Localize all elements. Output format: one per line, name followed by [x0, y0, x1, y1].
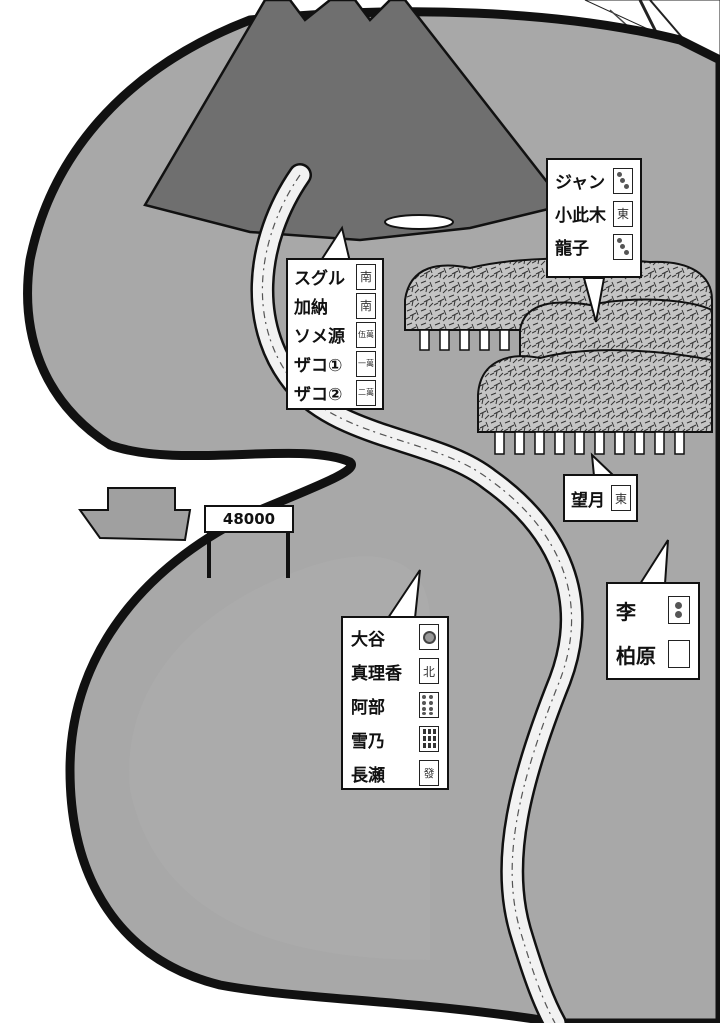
player-row: 柏原	[616, 632, 690, 676]
five-characters-tile-icon: 伍萬	[356, 321, 376, 348]
road-texture	[261, 174, 573, 1023]
callout-left: スグル 南 加納 南 ソメ源 伍萬 ザコ① 一萬 ザコ② 二萬	[286, 258, 384, 410]
bamboo-9-icon	[419, 726, 439, 752]
player-row: 加納 南	[294, 291, 376, 320]
south-wind-tile-icon: 南	[356, 292, 376, 319]
player-name: 雪乃	[351, 731, 385, 752]
player-row: 大谷	[351, 620, 439, 654]
callout-right: 李 柏原	[606, 582, 700, 680]
player-row: 望月 東	[571, 476, 631, 520]
mountain-lake	[384, 214, 454, 230]
player-row: ソメ源 伍萬	[294, 320, 376, 349]
dots-3-icon	[613, 233, 633, 260]
player-name: ジャン	[555, 173, 606, 193]
player-row: ザコ② 二萬	[294, 378, 376, 407]
player-name: ソメ源	[294, 327, 345, 347]
player-name: 望月	[571, 490, 605, 511]
player-row: 小此木 東	[555, 197, 633, 230]
callout-top-right: ジャン 小此木 東 龍子	[546, 158, 642, 278]
player-name: 柏原	[616, 643, 656, 668]
player-row: ザコ① 一萬	[294, 349, 376, 378]
callout-center: 大谷 真理香 北 阿部 雪乃 長瀬 發	[341, 616, 449, 790]
player-row: スグル 南	[294, 262, 376, 291]
player-row: 龍子	[555, 230, 633, 263]
boat-shape	[78, 487, 192, 542]
east-wind-tile-icon: 東	[611, 485, 631, 511]
dots-8-icon	[419, 692, 439, 718]
score-sign-value: 48000	[222, 510, 276, 528]
player-row: ジャン	[555, 164, 633, 197]
blank-tile-icon	[668, 640, 690, 668]
player-name: 小此木	[555, 206, 606, 226]
player-name: 龍子	[555, 239, 589, 259]
sign-posts	[207, 530, 290, 578]
player-name: 長瀬	[351, 765, 385, 786]
score-sign: 48000	[204, 505, 294, 533]
mountain	[143, 0, 568, 242]
player-row: 真理香 北	[351, 654, 439, 688]
callout-mochizuki: 望月 東	[563, 474, 638, 522]
player-name: 真理香	[351, 663, 402, 684]
player-name: 大谷	[351, 629, 385, 650]
player-name: 加納	[294, 298, 328, 318]
dots-2-icon	[668, 596, 690, 624]
player-name: 李	[616, 599, 636, 624]
two-characters-tile-icon: 二萬	[356, 379, 376, 406]
player-row: 阿部	[351, 688, 439, 722]
player-name: 阿部	[351, 697, 385, 718]
player-name: ザコ②	[294, 385, 343, 405]
north-wind-tile-icon: 北	[419, 658, 439, 684]
forest-front	[477, 349, 713, 455]
player-name: スグル	[294, 269, 345, 289]
dots-3-icon	[613, 167, 633, 194]
player-row: 長瀬 發	[351, 756, 439, 790]
callout-pointers	[318, 225, 669, 619]
player-name: ザコ①	[294, 356, 343, 376]
player-row: 李	[616, 588, 690, 632]
south-wind-tile-icon: 南	[356, 263, 376, 290]
east-wind-tile-icon: 東	[613, 200, 633, 227]
green-dragon-tile-icon: 發	[419, 760, 439, 786]
player-row: 雪乃	[351, 722, 439, 756]
dots-1-icon	[419, 624, 439, 650]
one-character-tile-icon: 一萬	[356, 350, 376, 377]
